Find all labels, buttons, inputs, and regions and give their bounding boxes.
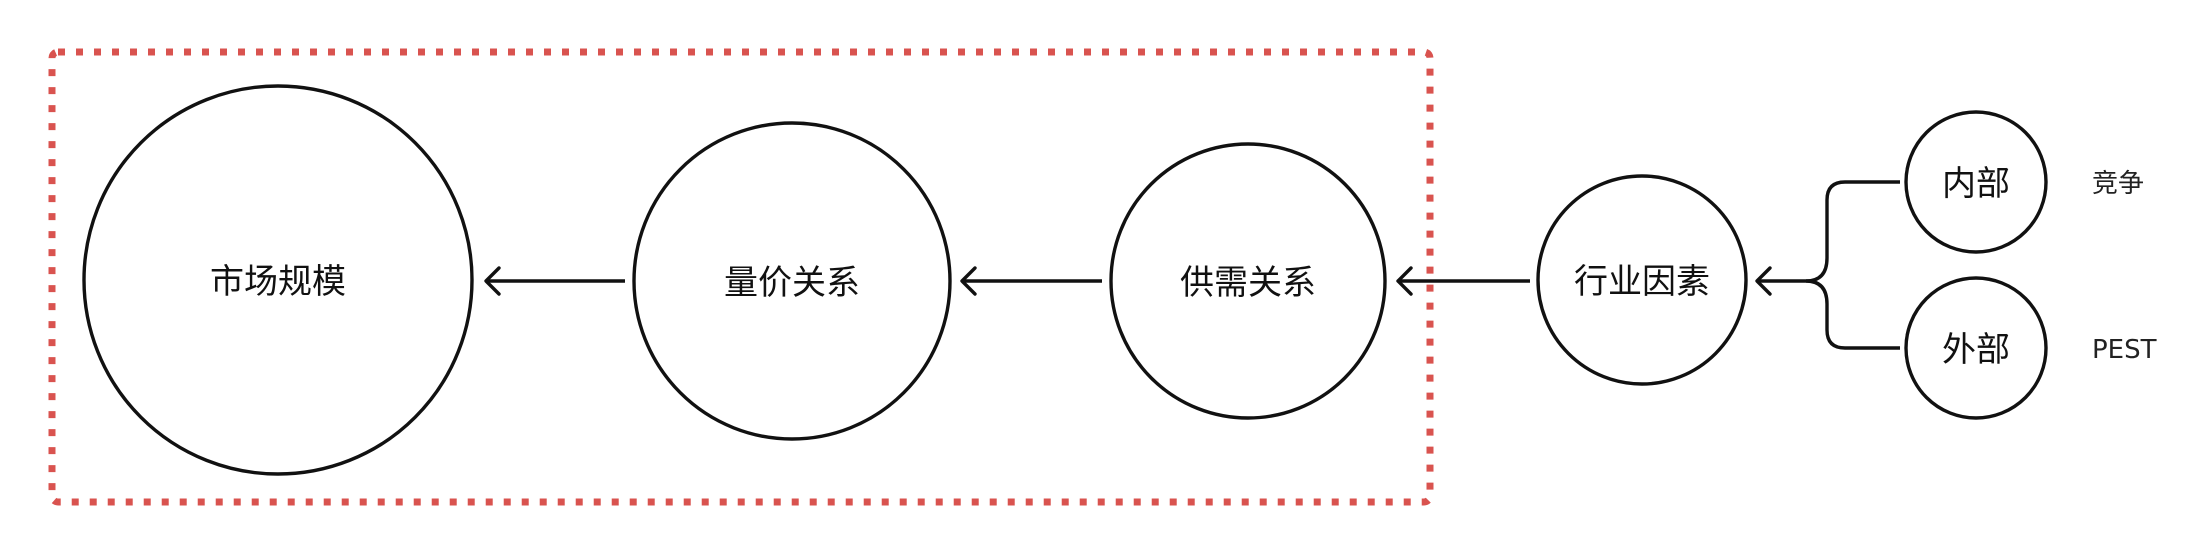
market-size-circle — [82, 84, 474, 476]
internal-note: 竞争 — [2092, 169, 2144, 199]
arrow-supply-demand-to-volume-price — [960, 266, 1102, 296]
arrow-industry-factors-to-supply-demand — [1396, 266, 1530, 296]
arrow-volume-price-to-market-size — [484, 266, 625, 296]
node-internal: 内部 — [1904, 110, 2048, 254]
internal-label: 内部 — [1942, 164, 2010, 204]
market-size-label: 市场规模 — [210, 262, 346, 302]
bracket-connector — [1755, 180, 1900, 350]
external-circle — [1904, 276, 2048, 420]
node-market-size: 市场规模 — [82, 84, 474, 476]
node-volume-price: 量价关系 — [632, 121, 952, 441]
node-external: 外部 — [1904, 276, 2048, 420]
internal-circle — [1904, 110, 2048, 254]
volume-price-label: 量价关系 — [724, 263, 860, 303]
supply-demand-label: 供需关系 — [1180, 263, 1316, 303]
industry-factors-circle — [1536, 174, 1748, 386]
industry-factors-label: 行业因素 — [1574, 262, 1710, 302]
external-note: PEST — [2092, 335, 2157, 365]
node-industry-factors: 行业因素 — [1536, 174, 1748, 386]
node-supply-demand: 供需关系 — [1109, 142, 1387, 420]
external-label: 外部 — [1942, 330, 2010, 370]
highlight-frame — [48, 48, 1434, 506]
supply-demand-circle — [1109, 142, 1387, 420]
volume-price-circle — [632, 121, 952, 441]
